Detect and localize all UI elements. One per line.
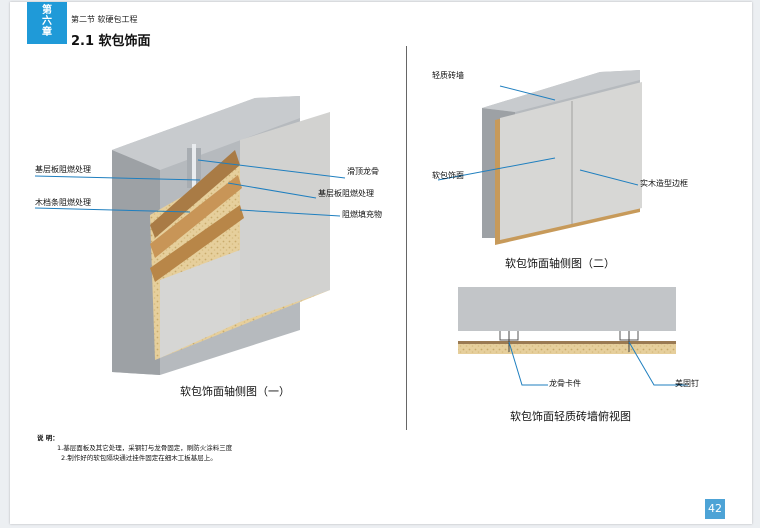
label-wood-frame: 实木造型边框 bbox=[640, 179, 688, 188]
figure3-caption: 软包饰面轻质砖墙俯视图 bbox=[510, 410, 631, 423]
page-number: 42 bbox=[705, 499, 725, 519]
label-keel-clip: 龙骨卡件 bbox=[549, 379, 581, 388]
figure1-caption: 软包饰面轴侧图（一） bbox=[180, 385, 290, 398]
chapter-tab: 第 六 章 bbox=[27, 2, 67, 44]
section-subtitle: 第二节 软硬包工程 bbox=[71, 15, 138, 24]
figure1-drawing bbox=[112, 96, 330, 375]
label-nail: 美固钉 bbox=[675, 379, 699, 388]
label-base-fireproof-right: 基层板阻燃处理 bbox=[318, 189, 374, 198]
label-wood-strip: 木档条阻燃处理 bbox=[35, 198, 91, 207]
label-track-keel: 滑顶龙骨 bbox=[347, 167, 379, 176]
label-light-wall: 轻质砖墙 bbox=[432, 71, 464, 80]
figure2-drawing bbox=[482, 70, 642, 245]
notes-item-1: 1.基层面板及其它处理，采钢钉与龙骨固定，刷防火涂料三度 bbox=[57, 444, 233, 452]
notes-title: 说 明： bbox=[37, 434, 59, 442]
label-fill: 阻燃填充物 bbox=[342, 210, 382, 219]
figure3-drawing bbox=[458, 287, 676, 354]
label-base-fireproof-left: 基层板阻燃处理 bbox=[35, 165, 91, 174]
figure2-caption: 软包饰面轴侧图（二） bbox=[505, 257, 615, 270]
vertical-divider bbox=[406, 46, 407, 430]
chapter-char-3: 章 bbox=[42, 27, 52, 38]
chapter-char-2: 六 bbox=[42, 16, 52, 27]
notes-item-2: 2.制作好的软包隔块通过挂件固定在细木工板基层上。 bbox=[61, 454, 217, 462]
label-soft-face: 软包饰面 bbox=[432, 171, 464, 180]
notes: 说 明： 1.基层面板及其它处理，采钢钉与龙骨固定，刷防火涂料三度 2.制作好的… bbox=[37, 433, 232, 463]
section-title: 2.1 软包饰面 bbox=[71, 34, 151, 49]
chapter-char-1: 第 bbox=[42, 5, 52, 16]
